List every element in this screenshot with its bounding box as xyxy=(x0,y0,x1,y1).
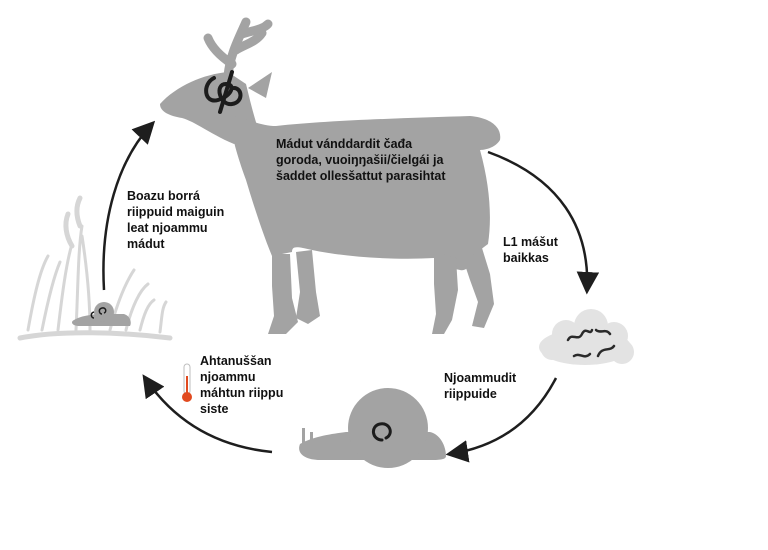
deer-stage-label: Mádut vánddardit čađa goroda, vuoiŋŋašii… xyxy=(276,136,446,184)
grazing-line-2: riippuid maiguin xyxy=(127,205,225,219)
arrow-snail-to-grass xyxy=(142,374,273,454)
grazing-stage-label: Boazu borrá riippuid maiguin leat njoamm… xyxy=(127,188,224,252)
thermometer-icon xyxy=(182,363,192,402)
deer-label-line-3: šaddet ollesšattut parasihtat xyxy=(276,169,446,183)
deer-label-line-1: Mádut vánddardit čađa xyxy=(276,137,413,151)
temperature-line-1: Ahtanuššan xyxy=(200,354,272,368)
grass-icon xyxy=(17,195,173,341)
larvae-icon xyxy=(566,328,616,358)
grazing-line-1: Boazu borrá xyxy=(127,189,200,203)
grazing-line-3: leat njoammu xyxy=(127,221,208,235)
arrow-grass-to-deer xyxy=(102,120,156,291)
arrow-deer-to-feces xyxy=(487,150,600,295)
reindeer-icon xyxy=(160,17,501,334)
arrow-feces-to-snail xyxy=(445,377,558,463)
grazing-line-4: mádut xyxy=(127,237,165,251)
feces-cloud-icon xyxy=(539,309,634,365)
temperature-stage-label: Ahtanuššan njoammu máhtun riippu siste xyxy=(200,353,283,417)
cycle-arrows xyxy=(102,120,600,463)
snail-infection-line-2: riippuide xyxy=(444,387,497,401)
feces-label-line-1: L1 mášut xyxy=(503,235,558,249)
temperature-line-3: máhtun riippu xyxy=(200,386,284,400)
snail-infection-label: Njoammudit riippuide xyxy=(444,370,516,402)
snail-icon xyxy=(299,388,446,468)
deer-label-line-2: goroda, vuoiŋŋašii/čielgái ja xyxy=(276,153,444,167)
feces-stage-label: L1 mášut baikkas xyxy=(503,234,558,266)
feces-label-line-2: baikkas xyxy=(503,251,549,265)
temperature-line-4: siste xyxy=(200,402,229,416)
snail-infection-line-1: Njoammudit xyxy=(444,371,517,385)
temperature-line-2: njoammu xyxy=(200,370,256,384)
small-snail-icon xyxy=(72,302,131,326)
worm-icon xyxy=(204,70,243,114)
